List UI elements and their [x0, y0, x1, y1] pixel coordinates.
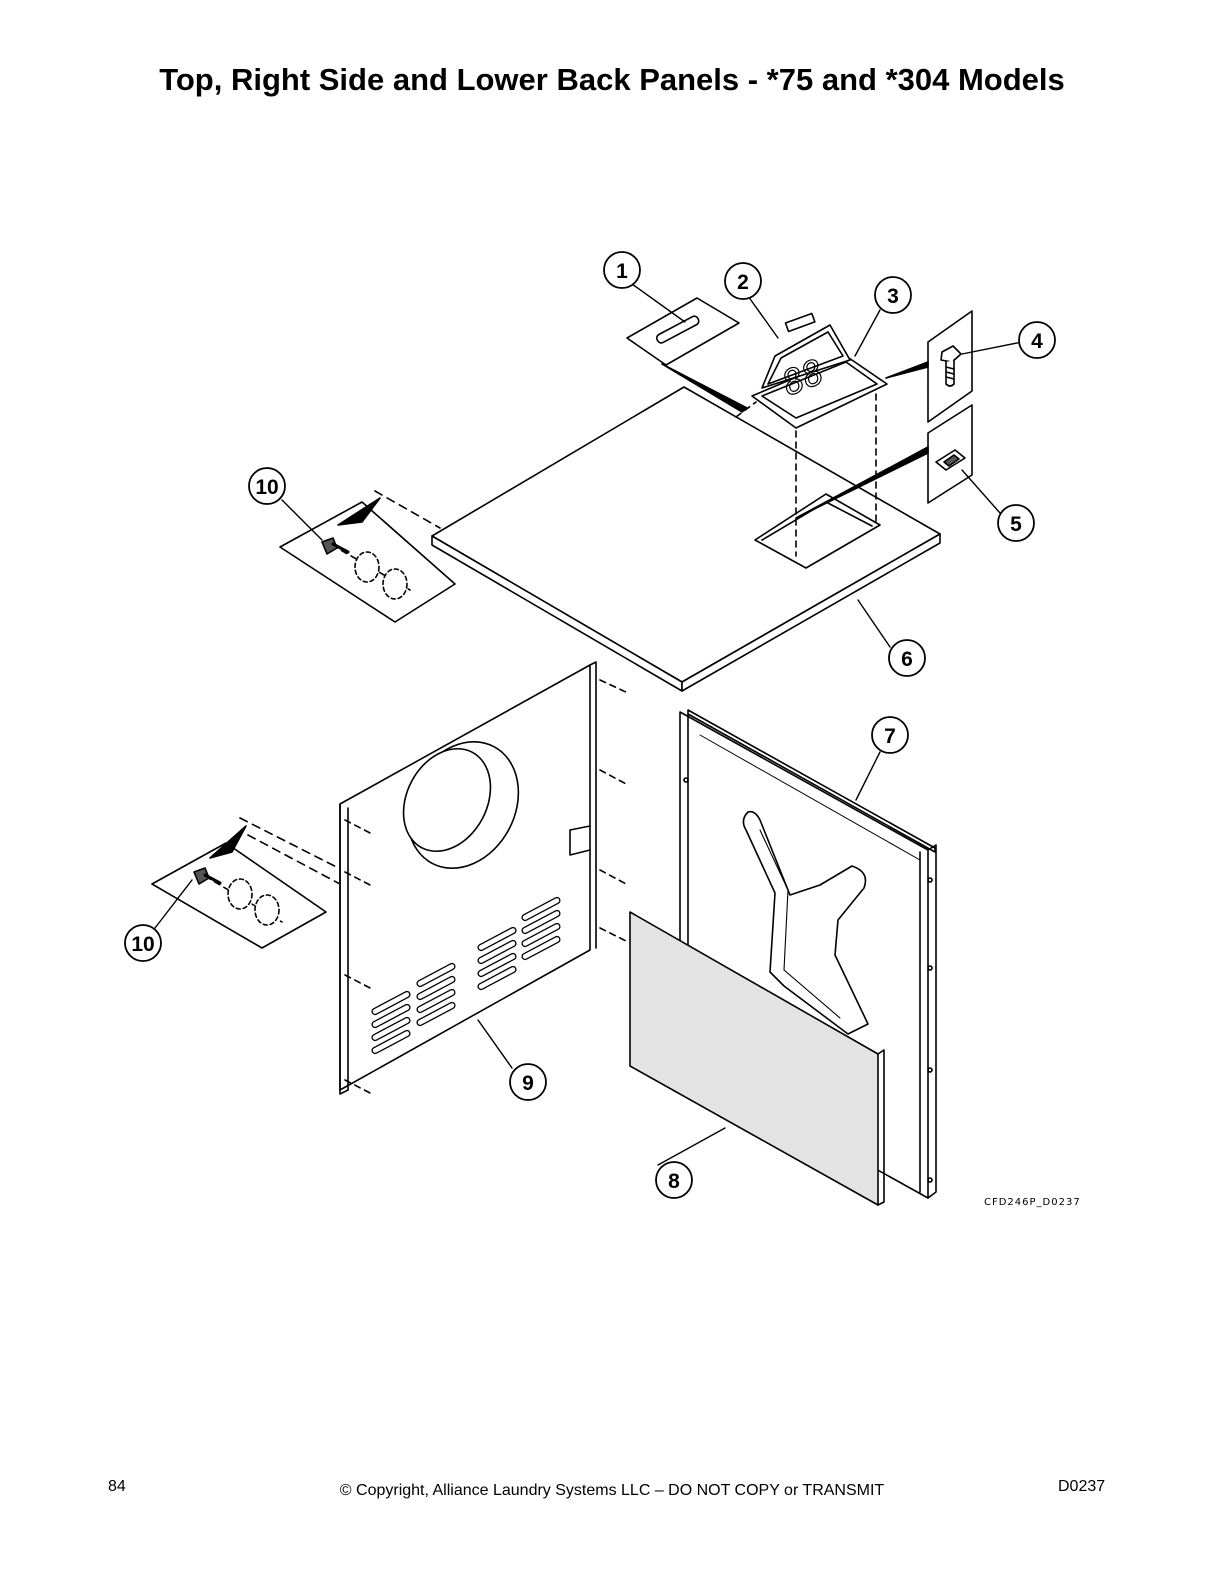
leader-lines [154, 283, 1023, 1166]
callout-2: 2 [737, 271, 749, 294]
callout-1: 1 [616, 260, 628, 283]
callout-4: 4 [1031, 330, 1043, 353]
page-number: 84 [108, 1478, 126, 1495]
lower-fastener-inset [151, 817, 371, 949]
side-panel-with-vents [339, 661, 629, 1095]
callout-10-upper: 10 [255, 476, 278, 499]
label-inset [626, 297, 748, 413]
upper-fastener-inset [279, 490, 456, 623]
callout-3: 3 [887, 285, 899, 308]
callout-10-lower: 10 [131, 933, 154, 956]
page-title: Top, Right Side and Lower Back Panels - … [159, 62, 1065, 97]
drawing-code: CFD246P_D0237 [984, 1197, 1081, 1208]
document-id: D0237 [1058, 1478, 1106, 1495]
top-panel [431, 386, 941, 692]
copyright-notice: © Copyright, Alliance Laundry Systems LL… [339, 1482, 885, 1499]
callout-6: 6 [901, 648, 913, 671]
callout-7: 7 [884, 725, 896, 748]
callout-5: 5 [1010, 513, 1022, 536]
callout-9: 9 [522, 1072, 534, 1095]
clip-inset [795, 404, 973, 519]
callout-8: 8 [668, 1170, 680, 1193]
screw-inset [885, 310, 973, 423]
display-bezel: 88 [751, 312, 888, 429]
callouts [124, 251, 1056, 1199]
lower-back-panel [629, 911, 885, 1206]
